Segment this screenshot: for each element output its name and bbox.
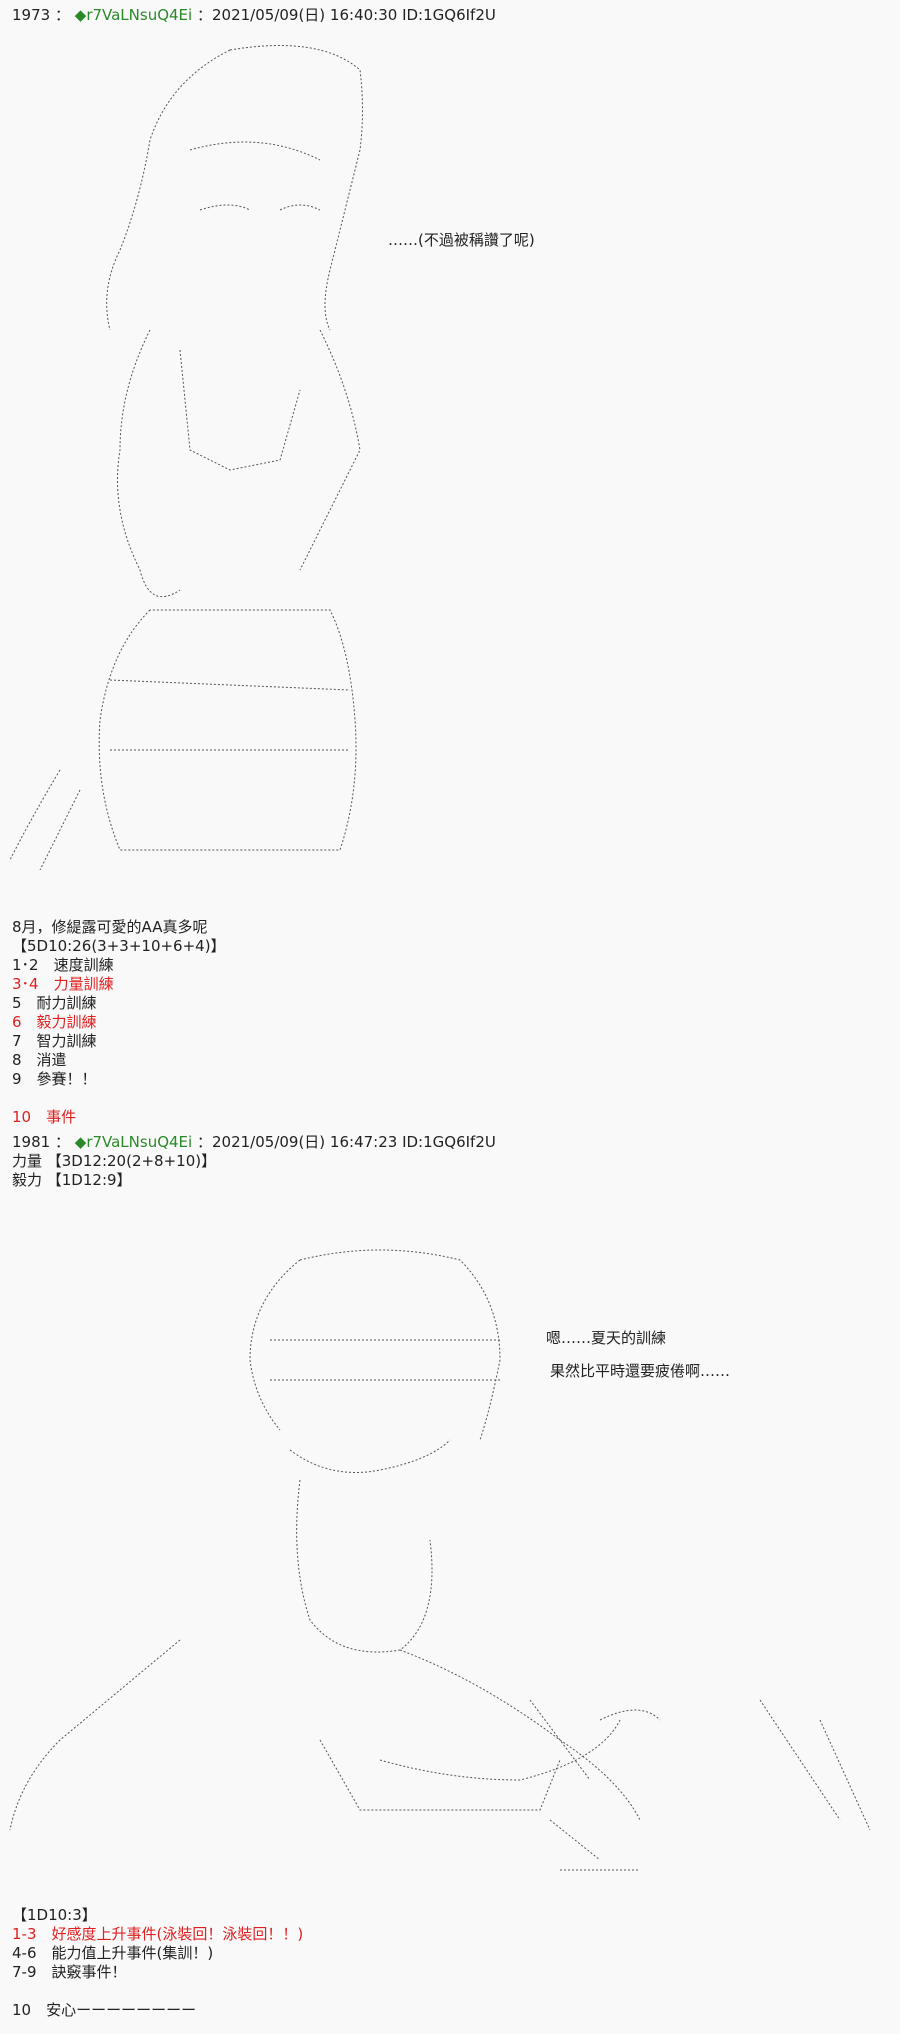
post-number[interactable]: 1973 [12,6,51,24]
diamond-icon: ◆ [74,1133,87,1151]
option-line-selected: 6 毅力訓練 [12,1013,97,1031]
speech-text: ……(不過被稱讚了呢) [388,231,535,249]
diamond-icon: ◆ [74,6,87,24]
dice-roll: 力量 【3D12:20(2+8+10)】 [12,1152,217,1170]
post-body-1981: 【1D10:3】1-3 好感度上升事件(泳裝回！泳裝回！！)4-6 能力值上升事… [12,1906,303,2020]
dice-roll: 【5D10:26(3+3+10+6+4)】 [12,937,226,955]
speech-text: 嗯……夏天的訓練 [546,1329,667,1347]
blank-line [12,1982,303,2001]
option-line-selected: 3･4 力量訓練 [12,975,114,993]
post-date: ：2021/05/09(日) 16:40:30 ID:1GQ6If2U [197,6,496,24]
dice-roll: 毅力 【1D12:9】 [12,1171,132,1189]
post-number[interactable]: 1981 [12,1133,51,1151]
dice-roll: 【1D10:3】 [12,1906,97,1924]
trip-code: r7VaLNsuQ4Ei [86,1133,193,1151]
post-header-1973: 1973 ： ◆r7VaLNsuQ4Ei ：2021/05/09(日) 16:4… [12,6,496,25]
blank-line [12,1089,226,1108]
speech-text: 果然比平時還要疲倦啊…… [550,1362,731,1380]
ascii-art-figure-1 [9,45,363,870]
separator: ： [54,1133,70,1151]
ascii-art-figure-2 [9,1249,871,1871]
option-line: 7 智力訓練 [12,1032,97,1050]
trip-code: r7VaLNsuQ4Ei [86,6,193,24]
option-line: 7-9 訣竅事件！ [12,1963,127,1981]
post-body-1973: 8月，修緹露可愛的AA真多呢【5D10:26(3+3+10+6+4)】1･2 速… [12,918,226,1127]
post-header-1981: 1981 ： ◆r7VaLNsuQ4Ei ：2021/05/09(日) 16:4… [12,1133,496,1190]
separator: ： [54,6,70,24]
body-line: 8月，修緹露可愛的AA真多呢 [12,918,208,936]
option-line: 5 耐力訓練 [12,994,97,1012]
option-line: 8 消遣 [12,1051,67,1069]
post-date: ：2021/05/09(日) 16:47:23 ID:1GQ6If2U [197,1133,496,1151]
option-line-selected: 10 事件 [12,1108,77,1126]
option-line-selected: 1-3 好感度上升事件(泳裝回！泳裝回！！) [12,1925,304,1943]
option-line: 10 安心ーーーーーーーー [12,2001,197,2019]
option-line: 9 參賽！！ [12,1070,97,1088]
option-line: 4-6 能力值上升事件(集訓！) [12,1944,214,1962]
option-line: 1･2 速度訓練 [12,956,114,974]
